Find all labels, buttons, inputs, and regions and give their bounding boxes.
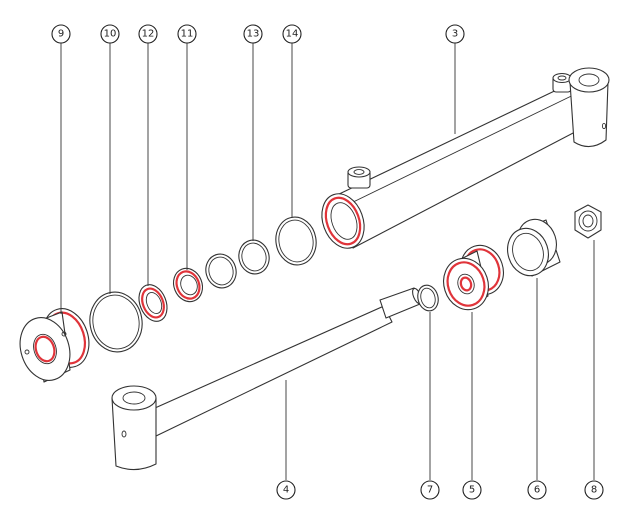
callout-8-label: 8: [591, 485, 597, 496]
callout-5: 5: [462, 480, 482, 500]
guide-bushing: [205, 253, 237, 289]
wiper-seal-ring: [175, 270, 201, 300]
callout-3-label: 3: [452, 29, 458, 40]
callout-12: 12: [138, 24, 158, 44]
callout-11-label: 11: [181, 29, 194, 40]
callout-13: 13: [243, 24, 263, 44]
hex-nut: [574, 204, 602, 239]
gland-inner-seal: [34, 335, 56, 363]
callout-10-label: 10: [104, 29, 117, 40]
callout-9-label: 9: [58, 29, 64, 40]
o-ring: [89, 291, 143, 353]
cylinder-barrel: [321, 67, 610, 249]
gland-head: [19, 308, 90, 383]
wear-ring: [238, 239, 270, 275]
callout-12-label: 12: [142, 29, 155, 40]
piston-seal-inner: [446, 261, 486, 307]
callout-5-label: 5: [469, 485, 475, 496]
barrel-o-ring: [275, 216, 317, 266]
lock-sleeve: [507, 218, 561, 277]
callout-8: 8: [584, 480, 604, 500]
callout-7-label: 7: [427, 485, 433, 496]
barrel-bore-seal-ring: [324, 196, 362, 246]
callout-14: 14: [282, 24, 302, 44]
callout-9: 9: [51, 24, 71, 44]
small-o-ring: [417, 284, 439, 312]
rod-seal-ring: [141, 287, 165, 319]
callout-13-label: 13: [247, 29, 260, 40]
callout-7: 7: [420, 480, 440, 500]
callout-3: 3: [445, 24, 465, 44]
rod-seal: [138, 284, 168, 322]
wiper-seal: [172, 267, 204, 303]
piston: [443, 244, 504, 311]
callout-11: 11: [177, 24, 197, 44]
callout-6: 6: [527, 480, 547, 500]
leader-lines: [60, 43, 595, 480]
callout-6-label: 6: [534, 485, 540, 496]
callout-10: 10: [100, 24, 120, 44]
callout-14-label: 14: [286, 29, 299, 40]
callout-4-label: 4: [283, 485, 289, 496]
piston-bore-seal: [459, 276, 473, 292]
callout-4: 4: [276, 480, 296, 500]
